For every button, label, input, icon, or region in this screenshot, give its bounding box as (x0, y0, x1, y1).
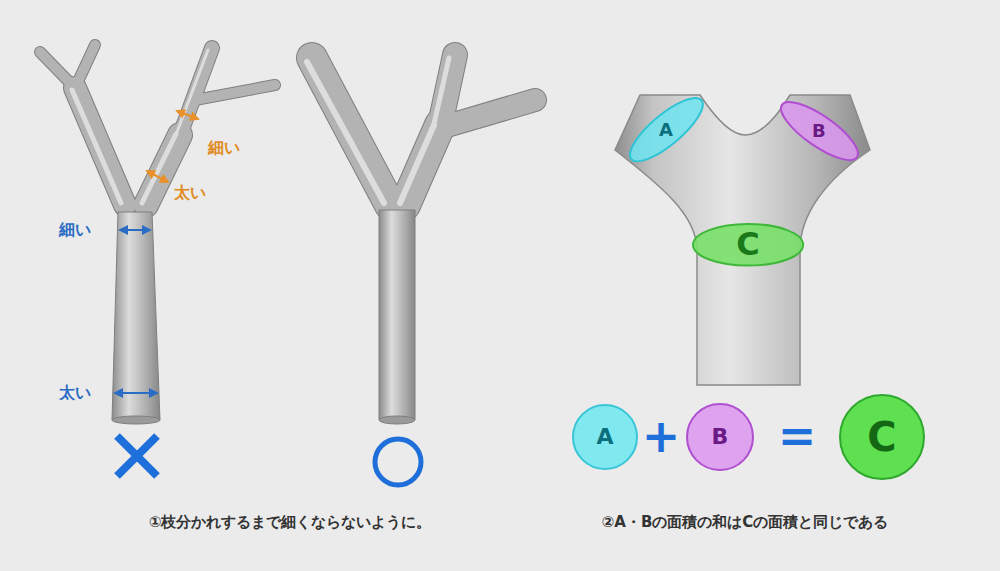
section-ellipse (693, 224, 803, 266)
section-ellipse: B (778, 99, 861, 163)
area-circle (840, 395, 924, 479)
width-arrow (147, 171, 168, 182)
area-circle (687, 404, 753, 470)
size-label: 太い (59, 384, 91, 402)
node-letter: C (736, 227, 759, 262)
width-arrow (177, 111, 198, 119)
section-ellipse (773, 92, 865, 169)
size-label: 細い (59, 221, 91, 239)
section-ellipse: A (627, 95, 706, 164)
trunk-end (379, 416, 415, 424)
trunk-good (379, 210, 415, 420)
circle-mark (375, 439, 421, 485)
node-letter: A (659, 120, 673, 140)
width-arrow (115, 392, 157, 394)
size-label: 太い (174, 184, 206, 202)
equals-sign: = (778, 411, 817, 462)
tree-bad (40, 45, 275, 205)
area-circle: B (684, 401, 756, 473)
section-ellipse: C (690, 221, 806, 269)
cross-mark (117, 436, 157, 476)
width-arrow (120, 229, 150, 231)
node-letter: C (867, 415, 896, 459)
trunk-bad (112, 212, 160, 420)
trunk-end (112, 416, 160, 424)
caption-text: ①枝分かれするまで細くならないように。 (149, 514, 432, 531)
area-circle: A (570, 402, 640, 472)
caption-text: ②A・Bの面積の和はCの面積と同じである (602, 514, 889, 531)
node-letter: B (712, 425, 729, 449)
section-ellipse (621, 89, 711, 171)
node-letter: B (812, 121, 826, 141)
plus-sign: + (642, 411, 681, 462)
size-label: 細い (208, 139, 240, 157)
node-letter: A (596, 425, 613, 449)
area-circle (573, 405, 637, 469)
tree-good (307, 55, 535, 205)
area-circle: C (837, 392, 927, 482)
